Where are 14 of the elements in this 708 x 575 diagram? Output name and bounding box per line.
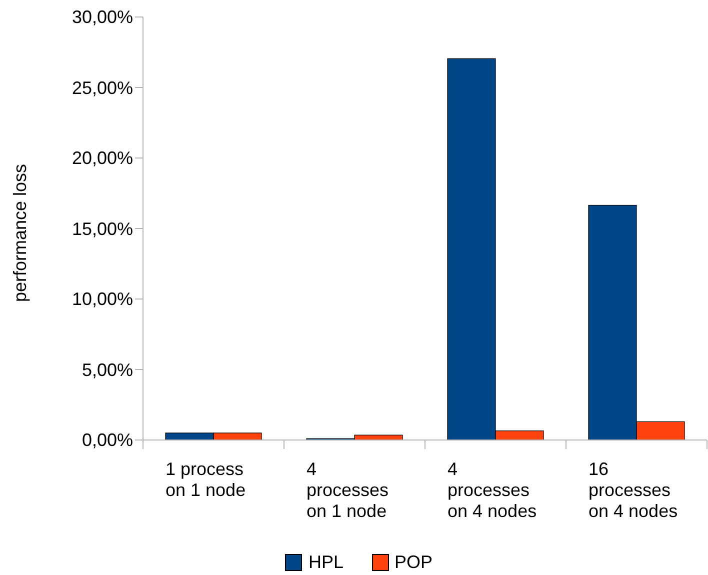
- tick-label: 5,00%: [82, 360, 133, 380]
- category-label: 16 processes on 4 nodes: [588, 459, 678, 522]
- tick-label: 15,00%: [72, 218, 133, 238]
- tick-label: 20,00%: [72, 148, 133, 168]
- category-label: 1 process on 1 node: [166, 459, 247, 501]
- tick-label: 30,00%: [72, 7, 133, 27]
- legend-label: POP: [394, 551, 433, 574]
- tick-label: 25,00%: [72, 78, 133, 98]
- axis-title: performance loss: [8, 164, 31, 302]
- category-label: 4 processes on 4 nodes: [448, 459, 538, 522]
- tick-label: 10,00%: [72, 289, 133, 309]
- tick-label: 0,00%: [82, 430, 133, 450]
- category-label: 4 processes on 1 node: [306, 459, 390, 522]
- legend-label: HPL: [308, 551, 344, 574]
